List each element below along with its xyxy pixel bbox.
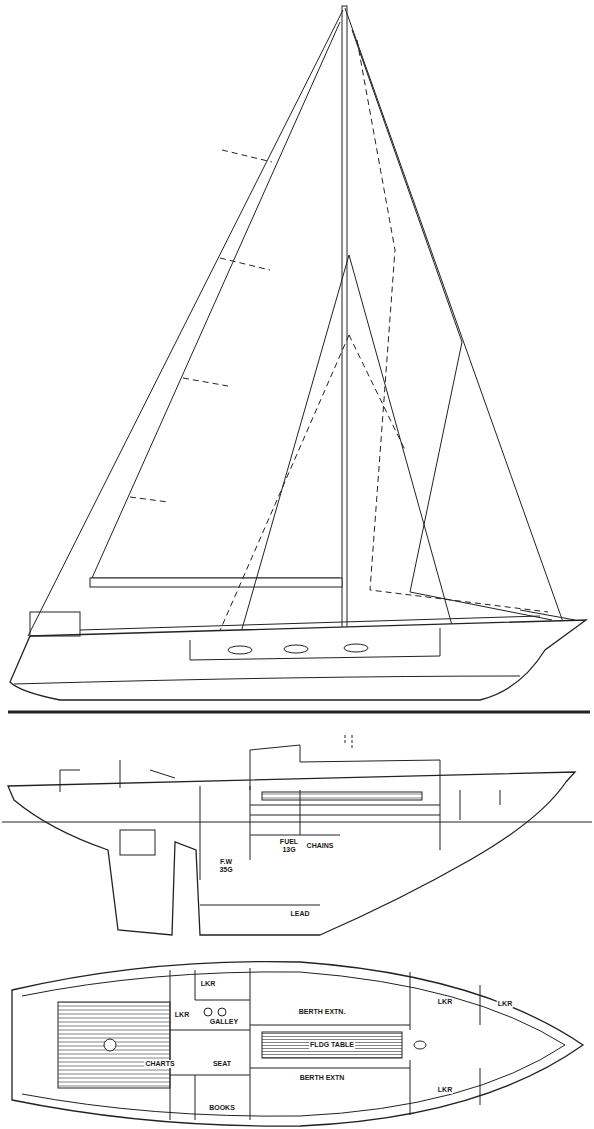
battens bbox=[130, 150, 272, 502]
part-label: FUEL 13G bbox=[277, 838, 301, 854]
part-label: SEAT bbox=[212, 1060, 232, 1068]
batten bbox=[130, 497, 168, 502]
porthole bbox=[228, 646, 252, 654]
part-label: CHAINS bbox=[306, 842, 335, 850]
shelf bbox=[262, 792, 422, 800]
mainsail bbox=[92, 22, 340, 578]
sail-plan bbox=[8, 6, 590, 712]
porthole bbox=[284, 645, 308, 653]
deck-edge bbox=[22, 972, 565, 1116]
engine bbox=[120, 830, 155, 855]
waterline bbox=[8, 711, 590, 714]
mast-foot bbox=[352, 735, 353, 750]
inboard-profile bbox=[2, 735, 592, 935]
cockpit bbox=[58, 1002, 170, 1088]
hull-section bbox=[8, 772, 575, 935]
part-label: CHARTS bbox=[144, 1060, 175, 1068]
stove-burner bbox=[204, 1008, 212, 1016]
bulkheads bbox=[200, 786, 440, 880]
hull-plan bbox=[12, 962, 583, 1127]
mast-step bbox=[414, 1041, 426, 1049]
batten bbox=[183, 378, 228, 386]
accommodation-plan bbox=[12, 962, 583, 1127]
staysail-dashed bbox=[357, 40, 548, 612]
batten bbox=[220, 258, 270, 270]
part-label: LKR bbox=[497, 1000, 513, 1008]
bulkheads bbox=[170, 968, 480, 1120]
part-label: FLDG TABLE bbox=[309, 1041, 355, 1049]
pulpit bbox=[30, 612, 80, 636]
boom bbox=[90, 578, 342, 587]
folding-table bbox=[262, 1032, 402, 1058]
genoa-dashed bbox=[215, 335, 405, 642]
part-label: LKR bbox=[437, 1086, 453, 1094]
lifeline bbox=[80, 610, 575, 630]
fore-cabin bbox=[460, 790, 500, 820]
mast bbox=[342, 6, 347, 638]
part-label: BOOKS bbox=[208, 1104, 236, 1112]
batten bbox=[222, 150, 272, 162]
shrouds bbox=[240, 255, 455, 636]
cabin-top bbox=[250, 745, 440, 790]
jib bbox=[352, 30, 552, 620]
waterline bbox=[2, 822, 592, 823]
part-label: BERTH EXTN bbox=[299, 1074, 346, 1082]
part-label: F.W 35G bbox=[215, 858, 237, 874]
part-label: LKR bbox=[200, 980, 216, 988]
berth-edges bbox=[170, 1000, 410, 1075]
ballast-line bbox=[200, 905, 320, 906]
part-label: LKR bbox=[437, 998, 453, 1006]
hull-profile bbox=[10, 620, 586, 700]
stove-burner bbox=[218, 1008, 226, 1016]
part-label: LEAD bbox=[289, 910, 310, 918]
part-label: BERTH EXTN. bbox=[298, 1008, 347, 1016]
wheel bbox=[104, 1039, 116, 1051]
porthole bbox=[344, 644, 368, 652]
mast-foot bbox=[345, 735, 346, 745]
part-label: LKR bbox=[174, 1011, 190, 1019]
forestay bbox=[345, 8, 563, 622]
backstay bbox=[28, 10, 343, 636]
boot-top bbox=[14, 676, 520, 684]
part-label: GALLEY bbox=[209, 1018, 239, 1026]
cabin-trunk bbox=[190, 628, 440, 660]
cockpit-gear bbox=[60, 760, 175, 792]
